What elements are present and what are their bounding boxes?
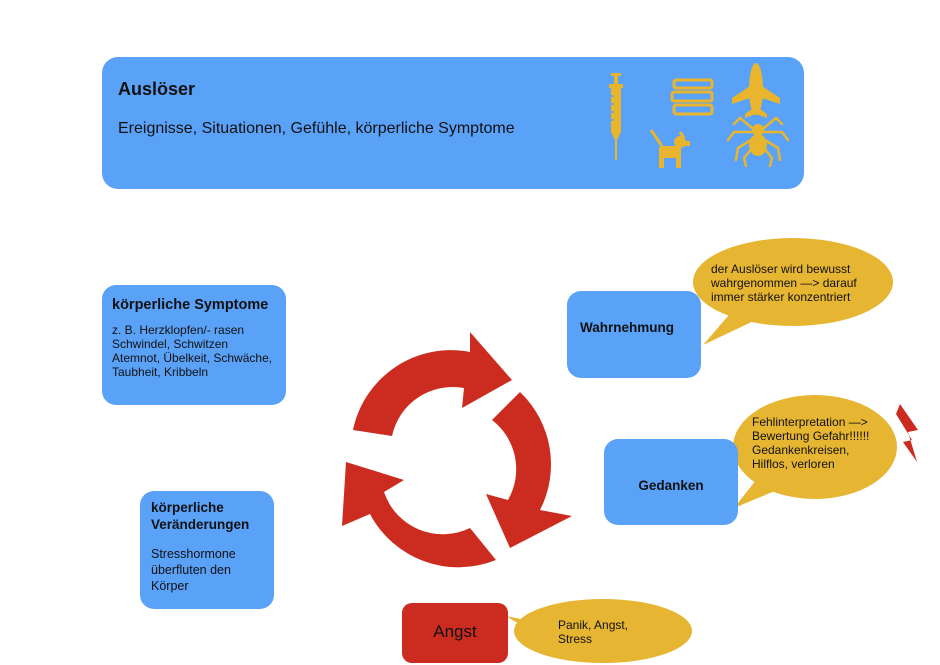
symptoms-line: z. B. Herzklopfen/- rasen bbox=[112, 323, 245, 337]
perception-bubble-text: der Auslöser wird bewusst wahrgenommen —… bbox=[711, 262, 857, 304]
thoughts-bubble-text: Fehlinterpretation —> Bewertung Gefahr!!… bbox=[752, 415, 869, 471]
lightning-icon bbox=[896, 404, 918, 462]
bubble-line: Fehlinterpretation —> bbox=[752, 415, 868, 429]
thoughts-box: Gedanken bbox=[604, 439, 738, 525]
bubble-line: wahrgenommen —> darauf bbox=[711, 276, 857, 290]
changes-line: überfluten den bbox=[151, 563, 231, 577]
cycle-arrows bbox=[342, 332, 572, 568]
trigger-subtitle: Ereignisse, Situationen, Gefühle, körper… bbox=[118, 120, 515, 137]
syringe-icon bbox=[609, 73, 623, 160]
changes-box: körperliche Veränderungen Stresshormone … bbox=[140, 491, 274, 609]
bubble-line: immer stärker konzentriert bbox=[711, 290, 851, 304]
perception-box: Wahrnehmung bbox=[567, 291, 701, 378]
thoughts-bubble bbox=[733, 395, 897, 508]
cycle-arrow-top bbox=[353, 332, 512, 436]
bubble-line: der Auslöser wird bewusst bbox=[711, 262, 851, 276]
spider-icon bbox=[726, 116, 790, 168]
anxiety-box: Angst bbox=[402, 603, 508, 663]
changes-title-line: Veränderungen bbox=[151, 517, 250, 532]
symptoms-line: Schwindel, Schwitzen bbox=[112, 337, 229, 351]
thoughts-label: Gedanken bbox=[638, 478, 704, 493]
bubble-line: Hilflos, verloren bbox=[752, 457, 835, 471]
bubble-line: Bewertung Gefahr!!!!!! bbox=[752, 429, 870, 443]
anxiety-bubble-text: Panik, Angst, Stress bbox=[558, 618, 628, 646]
anxiety-label: Angst bbox=[433, 622, 477, 641]
symptoms-box: körperliche Symptome z. B. Herzklopfen/-… bbox=[102, 285, 286, 405]
airplane-icon bbox=[732, 63, 780, 118]
changes-line: Stresshormone bbox=[151, 547, 236, 561]
symptoms-title: körperliche Symptome bbox=[112, 297, 269, 313]
cycle-arrow-right bbox=[486, 392, 572, 548]
perception-bubble bbox=[693, 238, 893, 345]
books-icon bbox=[670, 78, 714, 116]
bubble-line: Panik, Angst, bbox=[558, 618, 629, 632]
dog-icon bbox=[649, 129, 690, 168]
cycle-arrow-left bbox=[342, 462, 496, 568]
trigger-title: Auslöser bbox=[118, 79, 196, 99]
changes-line: Körper bbox=[151, 579, 189, 593]
bubble-line: Stress bbox=[558, 632, 593, 646]
changes-title-line: körperliche bbox=[151, 500, 224, 515]
symptoms-line: Atemnot, Übelkeit, Schwäche, bbox=[112, 351, 273, 365]
bubble-line: Gedankenkreisen, bbox=[752, 443, 850, 457]
perception-label: Wahrnehmung bbox=[580, 320, 674, 335]
anxiety-bubble bbox=[506, 599, 692, 663]
symptoms-line: Taubheit, Kribbeln bbox=[112, 365, 209, 379]
